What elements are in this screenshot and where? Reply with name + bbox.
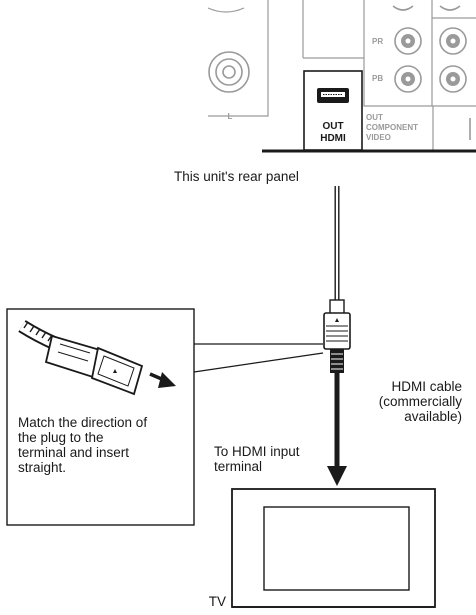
- plug-detail-callout: Match the direction of the plug to the t…: [6, 308, 324, 526]
- l-label: L: [228, 112, 233, 121]
- tv-illustration: [231, 488, 436, 608]
- cable-label-line-3: available): [404, 409, 462, 424]
- pr-jack-2: [439, 27, 467, 55]
- hdmi-out-terminal: OUT HDMI: [303, 70, 363, 151]
- instruction-line-4: straight.: [18, 460, 66, 475]
- instruction-line-3: terminal and insert: [18, 445, 129, 460]
- instruction-line-1: Match the direction of: [18, 415, 147, 430]
- input-label-line-1: To HDMI input: [214, 444, 300, 459]
- hdmi-label: HDMI: [320, 133, 346, 144]
- hdmi-cable: [323, 186, 351, 486]
- instruction-line-2: the plug to the: [18, 430, 104, 445]
- rear-panel-label: This unit's rear panel: [174, 169, 299, 184]
- rear-panel: L PR PB: [207, 0, 476, 153]
- input-label-line-2: terminal: [214, 459, 262, 474]
- component-label: COMPONENT: [366, 123, 418, 132]
- out-label: OUT: [322, 121, 343, 132]
- cable-label-line-2: (commercially: [379, 394, 463, 409]
- pb-jack: [394, 65, 422, 93]
- pr-jack: [394, 27, 422, 55]
- pb-jack-2: [439, 65, 467, 93]
- cable-label-line-1: HDMI cable: [391, 379, 462, 394]
- tv-label: TV: [209, 594, 226, 609]
- pr-label: PR: [372, 37, 383, 46]
- component-out-label: OUT: [366, 113, 383, 122]
- audio-l-jack: [208, 51, 250, 93]
- video-label: VIDEO: [366, 133, 391, 142]
- pb-label: PB: [372, 74, 383, 83]
